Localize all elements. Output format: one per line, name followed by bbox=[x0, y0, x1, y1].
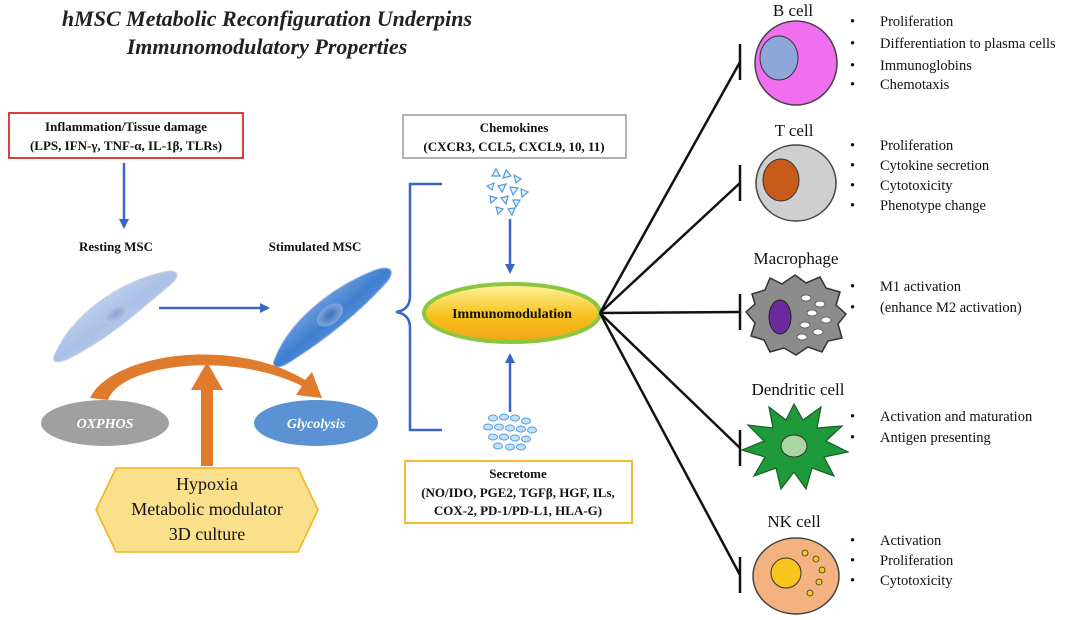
dendritic-effect-1: Activation and maturation bbox=[880, 409, 1033, 425]
bullet-marker: • bbox=[850, 36, 855, 52]
bullet-marker: • bbox=[850, 553, 855, 569]
bcell-effect-1: Proliferation bbox=[880, 14, 954, 30]
dendritic-effects: • Activation and maturation • Antigen pr… bbox=[850, 409, 1033, 446]
resting-msc-cell-icon bbox=[53, 270, 178, 363]
bullet-marker: • bbox=[850, 279, 855, 295]
secretome-box bbox=[404, 460, 633, 524]
oxphos-ellipse bbox=[41, 400, 169, 446]
tcell-icon bbox=[755, 144, 837, 222]
immunomodulation-label: Immunomodulation bbox=[452, 307, 572, 322]
tcell-effect-1: Proliferation bbox=[880, 138, 954, 154]
bullet-marker: • bbox=[850, 430, 855, 446]
secretome-heading: Secretome bbox=[489, 466, 547, 481]
nkcell-effects: • Activation • Proliferation • Cytotoxic… bbox=[850, 533, 954, 589]
macrophage-icon bbox=[744, 274, 848, 356]
bullet-marker: • bbox=[850, 58, 855, 74]
glycolysis-ellipse bbox=[254, 400, 378, 446]
tcell-effect-3: Cytotoxicity bbox=[880, 178, 953, 194]
glycolysis-label: Glycolysis bbox=[287, 417, 346, 432]
macrophage-effect-2: (enhance M2 activation) bbox=[880, 300, 1022, 316]
hypoxia-line-2: Metabolic modulator bbox=[131, 499, 282, 519]
bcell-effect-3: Immunoglobins bbox=[880, 58, 972, 74]
bullet-marker: • bbox=[850, 77, 855, 93]
tcell-effect-2: Cytokine secretion bbox=[880, 158, 990, 174]
tcell-name: T cell bbox=[775, 121, 814, 140]
secretome-particles-icon bbox=[483, 413, 537, 451]
metabolic-shift-arrow bbox=[90, 354, 322, 400]
dendritic-icon bbox=[740, 402, 850, 491]
bcell-icon bbox=[754, 20, 838, 106]
nkcell-name: NK cell bbox=[767, 512, 821, 531]
bullet-marker: • bbox=[850, 409, 855, 425]
bullet-marker: • bbox=[850, 14, 855, 30]
macrophage-effects: • M1 activation • (enhance M2 activation… bbox=[850, 279, 1022, 316]
chemokines-detail: (CXCR3, CCL5, CXCL9, 10, 11) bbox=[423, 139, 604, 154]
bullet-marker: • bbox=[850, 573, 855, 589]
tcell-effect-4: Phenotype change bbox=[880, 198, 986, 214]
bullet-marker: • bbox=[850, 178, 855, 194]
hypoxia-up-arrow bbox=[191, 362, 223, 466]
bcell-effects: • Proliferation • Differentiation to pla… bbox=[850, 14, 1056, 93]
nkcell-effect-3: Cytotoxicity bbox=[880, 573, 953, 589]
oxphos-label: OXPHOS bbox=[77, 417, 134, 432]
inhibition-lines bbox=[598, 44, 742, 593]
bullet-marker: • bbox=[850, 198, 855, 214]
chemokines-heading: Chemokines bbox=[480, 120, 549, 135]
secretome-line-1: (NO/IDO, PGE2, TGFβ, HGF, ILs, bbox=[421, 485, 615, 500]
hypoxia-line-1: Hypoxia bbox=[176, 474, 238, 494]
title-line-2: Immunomodulatory Properties bbox=[126, 34, 408, 59]
bullet-marker: • bbox=[850, 138, 855, 154]
inflammation-detail: (LPS, IFN-γ, TNF-α, IL-1β, TLRs) bbox=[30, 138, 222, 153]
nkcell-effect-2: Proliferation bbox=[880, 553, 954, 569]
title-line-1: hMSC Metabolic Reconfiguration Underpins bbox=[62, 6, 472, 31]
chemokine-particles-icon bbox=[485, 167, 530, 217]
bcell-name: B cell bbox=[773, 1, 813, 20]
nkcell-effect-1: Activation bbox=[880, 533, 942, 549]
hypoxia-hexagon bbox=[95, 467, 319, 553]
stimulated-msc-cell-icon bbox=[273, 267, 392, 368]
nkcell-icon bbox=[752, 537, 840, 615]
macrophage-effect-1: M1 activation bbox=[880, 279, 962, 295]
bullet-marker: • bbox=[850, 300, 855, 316]
hypoxia-line-3: 3D culture bbox=[169, 524, 245, 544]
dendritic-name: Dendritic cell bbox=[752, 380, 845, 399]
bcell-effect-4: Chemotaxis bbox=[880, 77, 950, 93]
chemokines-box bbox=[402, 114, 627, 159]
bullet-marker: • bbox=[850, 158, 855, 174]
macrophage-name: Macrophage bbox=[754, 249, 839, 268]
inflammation-heading: Inflammation/Tissue damage bbox=[45, 119, 207, 134]
bcell-effect-2: Differentiation to plasma cells bbox=[880, 36, 1056, 52]
dendritic-effect-2: Antigen presenting bbox=[880, 430, 991, 446]
resting-msc-label: Resting MSC bbox=[79, 239, 153, 254]
tcell-effects: • Proliferation • Cytokine secretion • C… bbox=[850, 138, 990, 214]
bullet-marker: • bbox=[850, 533, 855, 549]
stimulated-brace bbox=[395, 182, 442, 432]
secretome-line-2: COX-2, PD-1/PD-L1, HLA-G) bbox=[434, 503, 602, 518]
stimulated-msc-label: Stimulated MSC bbox=[269, 239, 362, 254]
inflammation-box bbox=[8, 112, 244, 159]
